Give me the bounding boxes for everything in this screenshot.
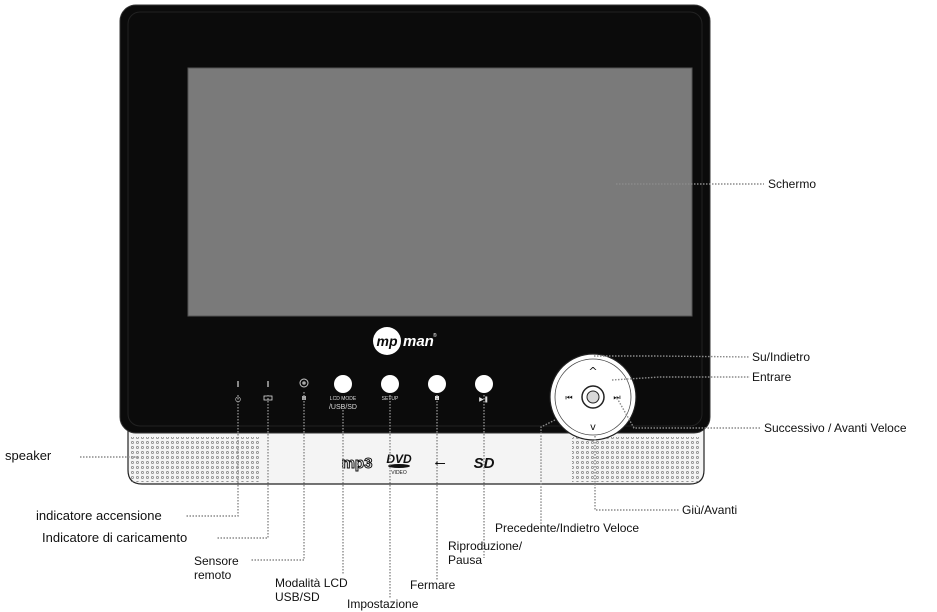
nav-pad-ring <box>554 358 632 436</box>
callout-play-pause-line1: Riproduzione/ <box>448 539 523 553</box>
leader-enter <box>611 376 750 381</box>
stop-button[interactable] <box>428 375 446 393</box>
leader-lines <box>80 183 764 598</box>
callout-screen: Schermo <box>768 177 817 191</box>
lcd-mode-label: LCD MODE <box>330 396 357 402</box>
lcd-mode-button[interactable] <box>334 375 352 393</box>
down-arrow-icon[interactable]: v <box>590 422 596 433</box>
power-icon: ⏻ <box>235 396 241 404</box>
enter-button-core <box>586 390 600 404</box>
leader-remote-sensor <box>250 392 305 561</box>
next-icon[interactable]: ⏭ <box>613 393 620 402</box>
callout-lcd-mode-line1: Modalità LCD <box>275 576 348 590</box>
callout-down-forward: Giù/Avanti <box>682 503 738 517</box>
play-pause-button[interactable] <box>475 375 493 393</box>
device-base <box>127 427 705 485</box>
speaker-grille-left <box>131 437 259 482</box>
callout-speaker: speaker <box>5 448 52 463</box>
callout-charging-indicator: Indicatore di caricamento <box>42 530 188 545</box>
brand-man: man <box>403 333 434 350</box>
callout-lcd-mode-line2: USB/SD <box>275 590 320 604</box>
screen <box>187 67 693 317</box>
leader-charging <box>216 395 269 539</box>
callout-power-indicator: indicatore accensione <box>36 508 162 523</box>
dvd-video-text: VIDEO <box>391 470 407 476</box>
sd-logo: SD <box>474 455 495 472</box>
callout-play-pause-line2: Pausa <box>448 553 483 567</box>
callout-stop: Fermare <box>410 578 456 592</box>
callout-prev-rew: Precedente/Indietro Veloce <box>495 521 640 535</box>
callout-play-pause: Riproduzione/ Pausa <box>448 539 522 567</box>
callout-enter: Entrare <box>752 370 792 384</box>
usb-icon: ⭠ <box>434 455 445 471</box>
leader-prev-rew <box>540 419 556 530</box>
callout-up-back: Su/Indietro <box>752 350 811 364</box>
remote-sensor-core <box>302 381 306 385</box>
leader-power <box>186 395 239 517</box>
remote-sensor <box>299 378 309 388</box>
dvd-logo-disc <box>388 464 410 468</box>
callout-next-ff: Successivo / Avanti Veloce <box>764 421 907 435</box>
callout-remote-sensor-line2: remoto <box>194 568 232 582</box>
dvd-logo: DVD <box>386 452 412 466</box>
setup-button[interactable] <box>381 375 399 393</box>
brand-badge <box>373 327 401 355</box>
speaker-grille-right <box>572 437 700 482</box>
brand-registered-mark: ® <box>433 332 437 339</box>
setup-label: SETUP <box>382 396 399 402</box>
up-arrow-icon[interactable]: ^ <box>588 365 597 378</box>
callout-setup: Impostazione <box>347 597 419 611</box>
callout-remote-sensor: Sensore remoto <box>194 554 239 582</box>
mp3-logo: mp3 <box>342 455 373 472</box>
leader-down-forward <box>594 436 680 511</box>
callout-lcd-mode: Modalità LCD USB/SD <box>275 576 348 604</box>
bezel-inner-edge <box>127 11 703 427</box>
previous-icon[interactable]: ⏮ <box>565 393 572 402</box>
callout-remote-sensor-line1: Sensore <box>194 554 239 568</box>
usb-sd-label: /USB/SD <box>329 404 357 411</box>
leader-next-ff <box>616 397 760 429</box>
brand-mp: mp <box>377 333 398 349</box>
